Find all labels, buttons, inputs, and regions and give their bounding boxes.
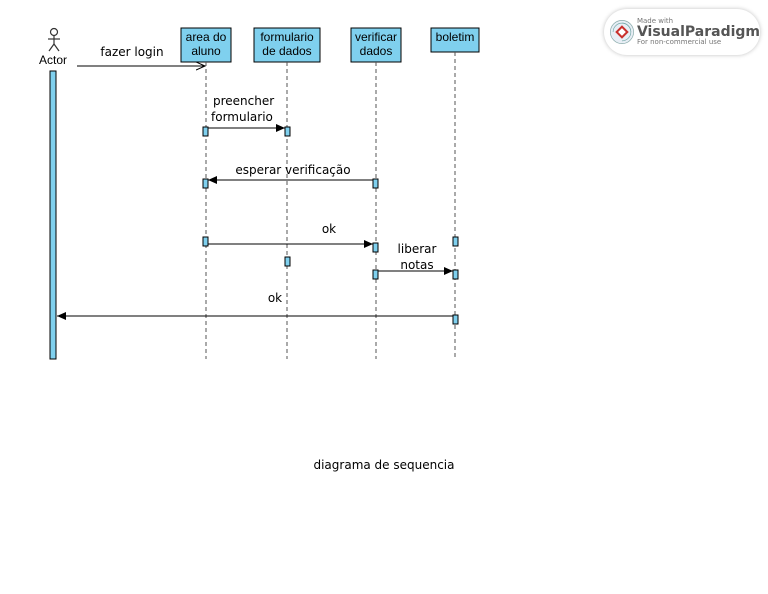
activation-bar bbox=[452, 236, 459, 247]
watermark-made-with: Made with bbox=[636, 17, 674, 25]
activation-bar bbox=[284, 256, 291, 267]
activation-bar bbox=[202, 178, 209, 189]
visual-paradigm-watermark: Made with VisualParadigm For non-commerc… bbox=[604, 9, 760, 55]
lifeline-label: aluno bbox=[191, 44, 221, 58]
lifeline-label: formulario bbox=[260, 30, 314, 44]
message-ok-1: ok bbox=[208, 222, 373, 248]
lifeline-box bbox=[253, 27, 321, 63]
activation-bar bbox=[284, 126, 291, 137]
lifeline-box bbox=[350, 27, 402, 63]
lifeline-boletim: boletim bbox=[430, 27, 480, 359]
activation-bar bbox=[202, 236, 209, 247]
lifeline-area-do-aluno: area do aluno bbox=[180, 27, 232, 359]
activation-bar bbox=[202, 126, 209, 137]
message-ok-2: ok bbox=[57, 291, 453, 320]
activation-bar bbox=[372, 269, 379, 280]
watermark-note: For non-commercial use bbox=[636, 38, 722, 46]
lifeline-formulario-de-dados: formulario de dados bbox=[253, 27, 321, 359]
message-label: ok bbox=[268, 291, 282, 305]
activation-bar bbox=[452, 314, 459, 325]
activation-bar bbox=[452, 269, 459, 280]
lifeline-label: de dados bbox=[262, 44, 311, 58]
message-esperar-verificacao: esperar verificação bbox=[208, 163, 373, 184]
activation-bar bbox=[372, 242, 379, 253]
actor-figure bbox=[48, 27, 60, 52]
lifeline-label: boletim bbox=[436, 30, 475, 44]
message-fazer-login: fazer login bbox=[77, 45, 205, 66]
lifeline-label: dados bbox=[360, 44, 393, 58]
lifeline-box bbox=[180, 27, 232, 63]
lifeline-verificar-dados: verificar dados bbox=[350, 27, 402, 359]
lifeline-label: area do bbox=[186, 30, 227, 44]
diagram-caption: diagrama de sequencia bbox=[313, 458, 455, 472]
message-label: esperar verificação bbox=[235, 163, 350, 177]
lifeline-box bbox=[430, 27, 480, 53]
message-label: ok bbox=[322, 222, 336, 236]
watermark-brand: VisualParadigm bbox=[636, 24, 760, 40]
message-label: fazer login bbox=[100, 45, 163, 59]
message-label: liberar bbox=[398, 242, 437, 256]
actor-activation bbox=[49, 70, 57, 360]
message-label: formulario bbox=[211, 110, 273, 124]
actor-label: Actor bbox=[39, 53, 67, 67]
message-liberar-notas: liberar notas bbox=[378, 242, 453, 275]
visual-paradigm-logo-icon bbox=[610, 20, 634, 44]
message-label: notas bbox=[400, 258, 433, 272]
message-preencher-formulario: preencher formulario bbox=[208, 94, 285, 132]
lifeline-label: verificar bbox=[355, 30, 397, 44]
message-label: preencher bbox=[213, 94, 274, 108]
activation-bar bbox=[372, 178, 379, 189]
